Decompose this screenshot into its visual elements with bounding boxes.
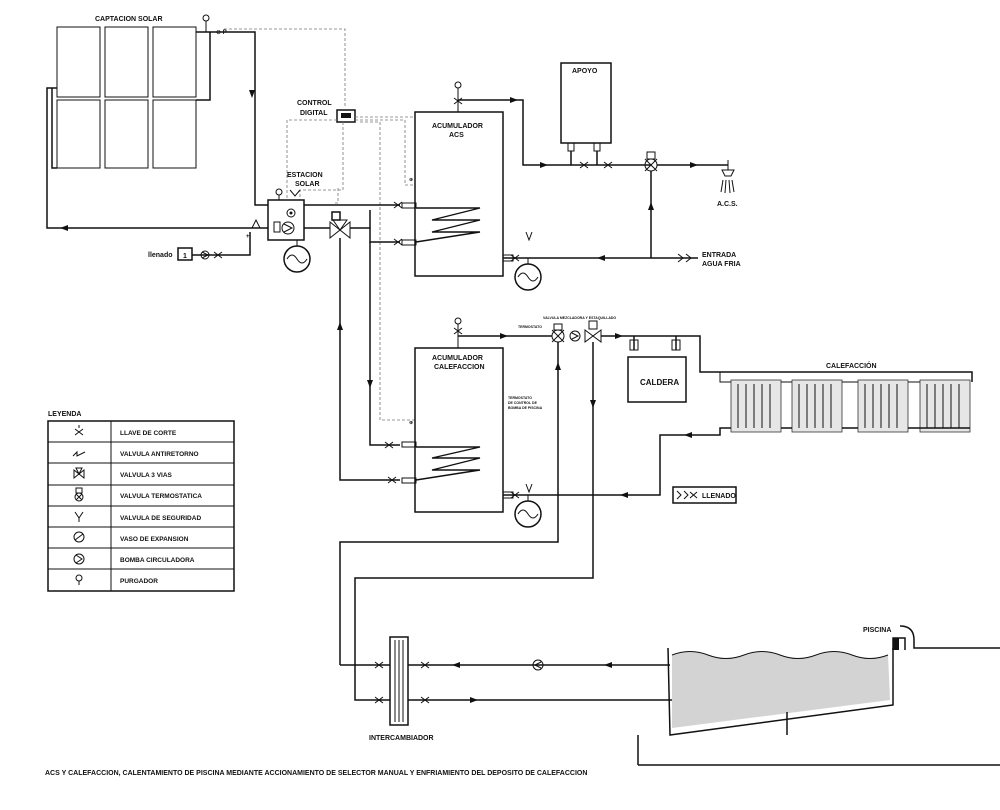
legend-item-1: LLAVE DE CORTE bbox=[120, 430, 177, 437]
valvula-termostatica-icon bbox=[74, 487, 84, 502]
estacion-solar-unit bbox=[267, 188, 305, 241]
acumulador-calefaccion-tank bbox=[414, 347, 504, 513]
valvula-3-vias-icon bbox=[73, 467, 85, 480]
svg-text:⊕: ⊕ bbox=[409, 420, 413, 426]
valvula-de-seguridad-icon bbox=[74, 511, 84, 522]
label-entrada-2: AGUA FRIA bbox=[702, 261, 741, 268]
small-termostato-piscina-3: BOMBA DE PISCINA bbox=[508, 406, 543, 410]
label-calefaccion: CALEFACCIÓN bbox=[826, 361, 877, 370]
purgador-acs bbox=[454, 81, 462, 112]
label-control-digital-2: DIGITAL bbox=[300, 110, 328, 117]
legend-item-3: VALVULA 3 VIAS bbox=[120, 472, 173, 479]
valvula-de-seguridad-acs bbox=[525, 231, 533, 242]
legend-item-7: BOMBA CIRCULADORA bbox=[120, 557, 195, 564]
legend-item-4: VALVULA TERMOSTATICA bbox=[120, 493, 202, 500]
legend-item-2: VALVULA ANTIRETORNO bbox=[120, 451, 199, 458]
purgador-icon bbox=[202, 14, 210, 32]
valvula-3-vias-calefaccion bbox=[584, 320, 602, 343]
label-acumulador-cal-2: CALEFACCION bbox=[434, 364, 485, 371]
small-termostato-piscina-2: DE CONTROL DE bbox=[508, 401, 538, 405]
valvula-de-seguridad-calefaccion bbox=[525, 483, 533, 494]
valvula-termostatica-calefaccion bbox=[551, 323, 565, 343]
llenado-tank bbox=[177, 247, 193, 261]
llave-de-corte-icon bbox=[74, 425, 84, 436]
legend-item-6: VASO DE EXPANSION bbox=[120, 536, 189, 543]
label-apoyo: APOYO bbox=[572, 68, 598, 75]
legend-item-5: VALVULA DE SEGURIDAD bbox=[120, 515, 201, 522]
purgador-icon bbox=[75, 574, 83, 585]
apoyo-boiler bbox=[560, 62, 612, 144]
llenado-right-box bbox=[672, 486, 737, 504]
label-intercambiador: INTERCAMBIADOR bbox=[369, 735, 434, 742]
svg-text:1: 1 bbox=[183, 253, 187, 260]
svg-text:⊕: ⊕ bbox=[409, 177, 413, 183]
valvula-antiretorno-icon bbox=[72, 450, 86, 457]
footer-title: ACS Y CALEFACCION, CALENTAMIENTO DE PISC… bbox=[45, 770, 587, 777]
legend-title: LEYENDA bbox=[48, 411, 81, 418]
label-llenado-left: llenado bbox=[148, 252, 173, 259]
legend-item-8: PURGADOR bbox=[120, 578, 158, 585]
label-llenado-right: LLENADO bbox=[702, 493, 736, 500]
valvula-termostatica-acs bbox=[644, 151, 658, 172]
small-valvula-mezcladora: VALVULA MEZCLADORA Y ESTAQUILLADO bbox=[543, 316, 616, 320]
label-acs: A.C.S. bbox=[717, 201, 738, 208]
label-captacion-solar: CAPTACION SOLAR bbox=[95, 16, 163, 23]
bomba-circuladora-calefaccion bbox=[569, 330, 581, 342]
caldera-boiler bbox=[627, 356, 687, 403]
legend-table bbox=[47, 420, 235, 592]
vaso-de-expansion-icon bbox=[73, 531, 85, 543]
label-control-digital-1: CONTROL bbox=[297, 100, 332, 107]
svg-text:⊘ P: ⊘ P bbox=[216, 30, 227, 36]
vaso-de-expansion-calefaccion bbox=[514, 495, 542, 528]
piscina-skimmer bbox=[892, 625, 1000, 650]
label-acumulador-acs-1: ACUMULADOR bbox=[432, 123, 483, 130]
piscina-pool bbox=[667, 647, 894, 736]
label-caldera: CALDERA bbox=[640, 378, 679, 387]
label-estacion-solar-2: SOLAR bbox=[295, 181, 320, 188]
label-entrada-1: ENTRADA bbox=[702, 252, 736, 259]
svg-text:+: + bbox=[246, 234, 250, 240]
vaso-de-expansion-solar bbox=[283, 240, 311, 273]
bomba-circuladora-icon bbox=[73, 553, 85, 565]
small-termostato-piscina-1: TERMOSTATO bbox=[508, 396, 532, 400]
solar-collector-array bbox=[56, 26, 197, 169]
shower-head-icon bbox=[720, 160, 735, 194]
label-estacion-solar-1: ESTACION bbox=[287, 172, 323, 179]
label-acumulador-acs-2: ACS bbox=[449, 132, 464, 139]
radiator-array bbox=[730, 379, 971, 433]
bomba-circuladora-piscina bbox=[532, 659, 544, 671]
label-piscina: PISCINA bbox=[863, 627, 891, 634]
acumulador-acs-tank bbox=[414, 111, 504, 277]
small-termostato: TERMOSTATO bbox=[518, 325, 542, 329]
label-acumulador-cal-1: ACUMULADOR bbox=[432, 355, 483, 362]
valvula-3-vias-solar bbox=[329, 219, 351, 240]
vaso-de-expansion-acs bbox=[514, 258, 542, 291]
